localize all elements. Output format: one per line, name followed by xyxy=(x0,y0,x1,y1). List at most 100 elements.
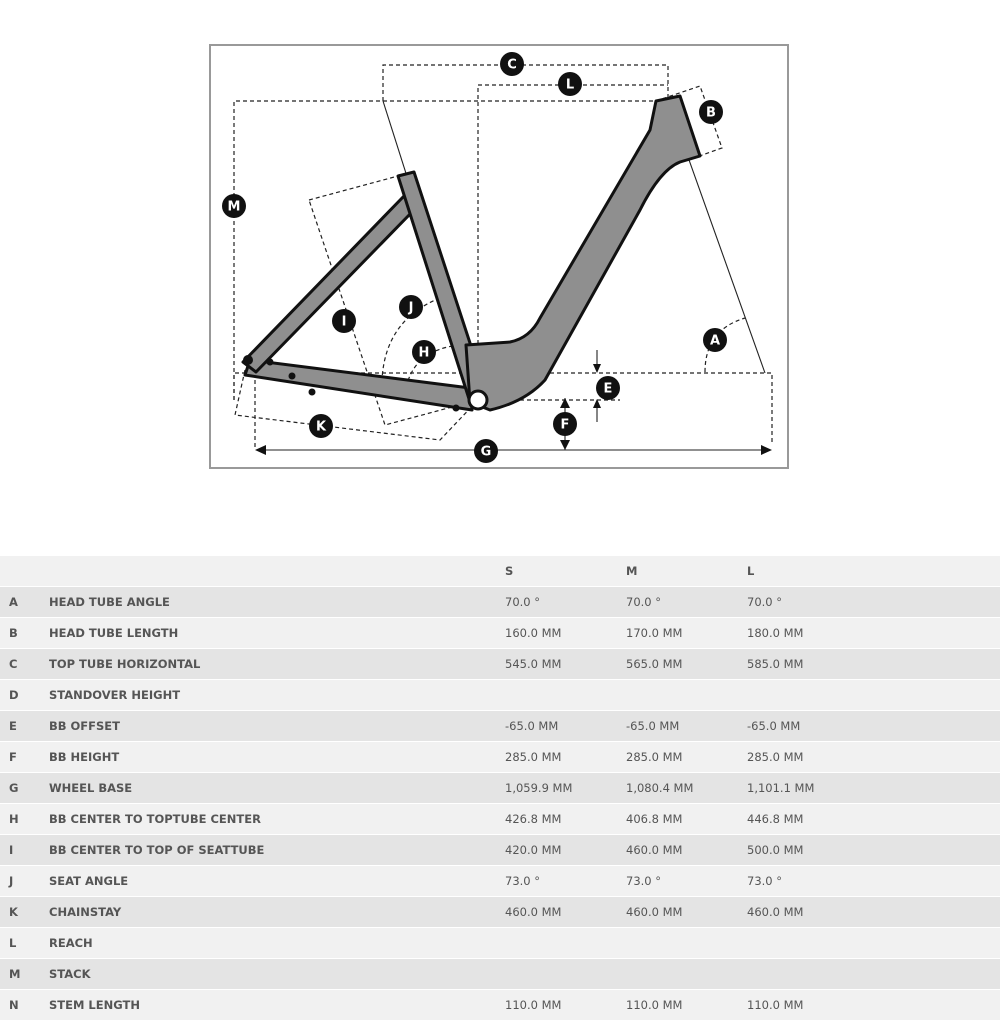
row-value: 285.0 MM xyxy=(626,741,747,773)
row-value: 73.0 ° xyxy=(505,865,626,897)
row-letter: H xyxy=(0,803,49,835)
label-h-text: H xyxy=(419,346,430,361)
label-k-text: K xyxy=(316,420,327,435)
label-m-marker: M xyxy=(222,194,246,218)
label-c-marker: C xyxy=(500,52,524,76)
label-j-text: J xyxy=(408,301,414,316)
row-letter: F xyxy=(0,741,49,773)
row-name: BB CENTER TO TOPTUBE CENTER xyxy=(49,803,505,835)
row-value xyxy=(747,927,1000,959)
row-value: 70.0 ° xyxy=(626,586,747,618)
row-value: 1,101.1 MM xyxy=(747,772,1000,804)
label-l-marker: L xyxy=(558,72,582,96)
row-value: 285.0 MM xyxy=(747,741,1000,773)
row-value: 70.0 ° xyxy=(505,586,626,618)
row-value: 70.0 ° xyxy=(747,586,1000,618)
row-value: 565.0 MM xyxy=(626,648,747,680)
row-value xyxy=(626,679,747,711)
row-letter: D xyxy=(0,679,49,711)
row-value: 420.0 MM xyxy=(505,834,626,866)
label-b-text: B xyxy=(706,106,716,121)
row-name: SEAT ANGLE xyxy=(49,865,505,897)
label-e-marker: E xyxy=(596,376,620,400)
header-size-m: M xyxy=(626,556,747,587)
row-value xyxy=(505,679,626,711)
label-k-marker: K xyxy=(309,414,333,438)
label-e-text: E xyxy=(604,382,613,397)
row-value: 460.0 MM xyxy=(626,834,747,866)
header-name-cell xyxy=(49,556,505,587)
row-name: WHEEL BASE xyxy=(49,772,505,804)
row-letter: J xyxy=(0,865,49,897)
label-g-marker: G xyxy=(474,439,498,463)
row-name: BB OFFSET xyxy=(49,710,505,742)
row-name: BB CENTER TO TOP OF SEATTUBE xyxy=(49,834,505,866)
row-letter: L xyxy=(0,927,49,959)
row-name: CHAINSTAY xyxy=(49,896,505,928)
row-value: 500.0 MM xyxy=(747,834,1000,866)
label-i-marker: I xyxy=(332,309,356,333)
row-value: -65.0 MM xyxy=(747,710,1000,742)
row-value xyxy=(505,927,626,959)
row-value: 1,059.9 MM xyxy=(505,772,626,804)
row-value xyxy=(505,958,626,990)
bike-frame xyxy=(241,94,702,412)
row-value: 406.8 MM xyxy=(626,803,747,835)
row-value: 73.0 ° xyxy=(626,865,747,897)
row-letter: K xyxy=(0,896,49,928)
row-value: 110.0 MM xyxy=(505,989,626,1021)
label-g-text: G xyxy=(481,445,492,460)
row-letter: A xyxy=(0,586,49,618)
label-b-marker: B xyxy=(699,100,723,124)
label-a-marker: A xyxy=(703,328,727,352)
row-value: 545.0 MM xyxy=(505,648,626,680)
row-value: 460.0 MM xyxy=(505,896,626,928)
row-letter: I xyxy=(0,834,49,866)
row-value xyxy=(626,927,747,959)
row-value: 460.0 MM xyxy=(747,896,1000,928)
row-value: 585.0 MM xyxy=(747,648,1000,680)
row-name: HEAD TUBE ANGLE xyxy=(49,586,505,618)
row-value xyxy=(747,679,1000,711)
row-value: 285.0 MM xyxy=(505,741,626,773)
row-name: REACH xyxy=(49,927,505,959)
row-value xyxy=(747,958,1000,990)
row-name: STEM LENGTH xyxy=(49,989,505,1021)
row-name: STACK xyxy=(49,958,505,990)
label-j-marker: J xyxy=(399,295,423,319)
header-letter-cell xyxy=(0,556,49,587)
row-value: -65.0 MM xyxy=(626,710,747,742)
row-name: HEAD TUBE LENGTH xyxy=(49,617,505,649)
row-value: 170.0 MM xyxy=(626,617,747,649)
row-letter: E xyxy=(0,710,49,742)
row-value: 160.0 MM xyxy=(505,617,626,649)
row-value: 110.0 MM xyxy=(626,989,747,1021)
label-c-text: C xyxy=(507,58,517,73)
row-value xyxy=(626,958,747,990)
row-letter: B xyxy=(0,617,49,649)
header-size-l: L xyxy=(747,556,1000,587)
label-h-marker: H xyxy=(412,340,436,364)
row-letter: N xyxy=(0,989,49,1021)
row-value: -65.0 MM xyxy=(505,710,626,742)
row-name: TOP TUBE HORIZONTAL xyxy=(49,648,505,680)
row-value: 110.0 MM xyxy=(747,989,1000,1021)
row-value: 460.0 MM xyxy=(626,896,747,928)
row-value: 446.8 MM xyxy=(747,803,1000,835)
label-f-text: F xyxy=(561,418,570,433)
row-value: 180.0 MM xyxy=(747,617,1000,649)
label-a-text: A xyxy=(710,334,720,349)
label-i-text: I xyxy=(342,315,347,330)
